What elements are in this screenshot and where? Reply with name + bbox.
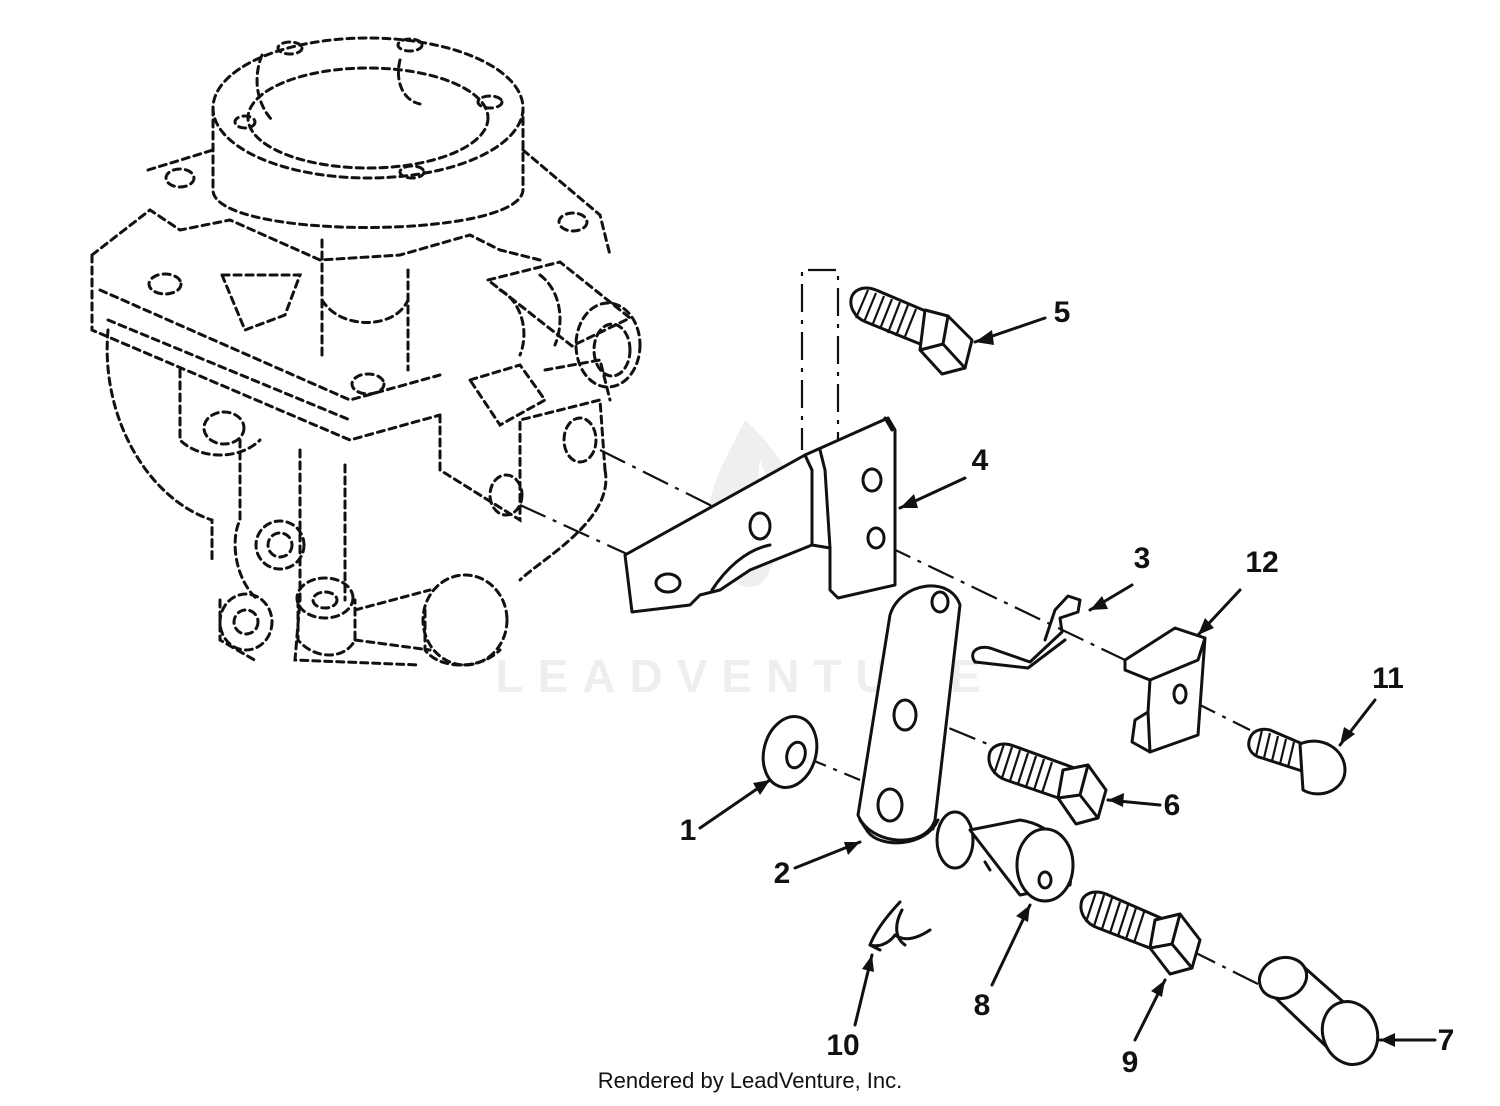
callout-10: 10 bbox=[826, 1029, 859, 1062]
part-6-bolt bbox=[987, 742, 1108, 826]
callout-1: 1 bbox=[680, 814, 697, 847]
callout-11: 11 bbox=[1372, 662, 1404, 695]
callout-12: 12 bbox=[1245, 546, 1278, 579]
part-9-bolt bbox=[1079, 890, 1202, 976]
callout-9: 9 bbox=[1122, 1046, 1139, 1079]
callout-8: 8 bbox=[974, 989, 991, 1022]
callout-4: 4 bbox=[972, 444, 989, 477]
part-5-bolt bbox=[849, 286, 974, 376]
leader-lines bbox=[698, 316, 1437, 1047]
callout-6: 6 bbox=[1164, 789, 1181, 822]
carburetor-body bbox=[90, 36, 642, 667]
part-10-hairpin-clip bbox=[868, 900, 932, 952]
part-12-clip bbox=[1123, 626, 1207, 754]
part-2-link-plate bbox=[856, 584, 962, 845]
callout-5: 5 bbox=[1054, 296, 1071, 329]
footer-credit: Rendered by LeadVenture, Inc. bbox=[597, 1068, 903, 1093]
callout-2: 2 bbox=[774, 857, 791, 890]
part-7-cap bbox=[1257, 955, 1380, 1066]
callout-3: 3 bbox=[1134, 542, 1151, 575]
part-3-wire-rod bbox=[971, 594, 1082, 670]
part-11-screw bbox=[1247, 727, 1347, 796]
part-1-washer bbox=[761, 715, 819, 789]
part-4-bracket bbox=[623, 416, 897, 614]
callout-7: 7 bbox=[1438, 1024, 1455, 1057]
part-8-swivel bbox=[935, 810, 1075, 903]
callouts: 1 2 3 4 5 6 7 8 9 10 11 12 bbox=[680, 296, 1455, 1079]
